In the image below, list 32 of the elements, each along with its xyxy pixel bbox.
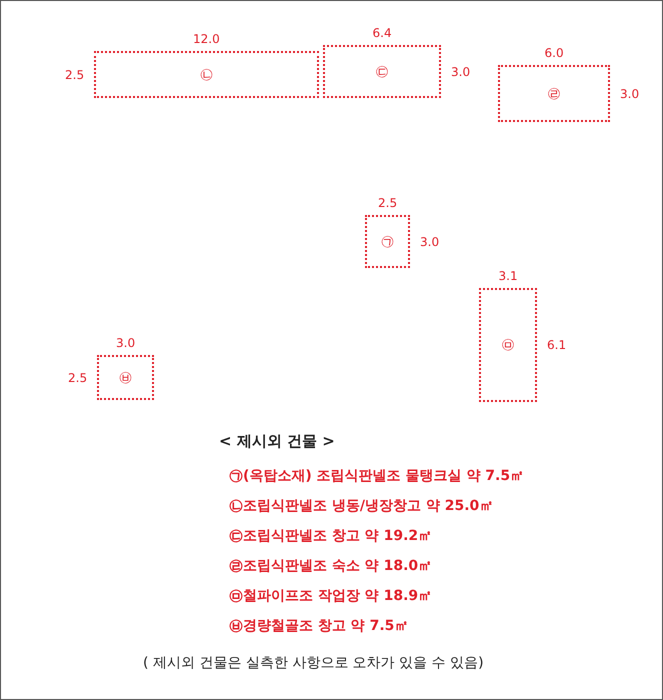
building-marker: ㉥ bbox=[119, 371, 132, 384]
dimension-label: 6.4 bbox=[372, 27, 392, 39]
legend-item: ㉤철파이프조 작업장 약 18.9㎡ bbox=[229, 589, 432, 603]
building-marker: ㉠ bbox=[381, 235, 394, 248]
dimension-label: 6.0 bbox=[544, 47, 564, 59]
legend-heading: < 제시외 건물 > bbox=[219, 434, 335, 449]
building-outline bbox=[94, 51, 319, 98]
building-marker: ㉡ bbox=[200, 68, 213, 81]
legend-item: ㉢조립식판넬조 창고 약 19.2㎡ bbox=[229, 529, 432, 543]
building-marker: ㉣ bbox=[548, 87, 560, 100]
legend-item: ㉣조립식판넬조 숙소 약 18.0㎡ bbox=[229, 559, 432, 573]
dimension-label: 12.0 bbox=[193, 33, 220, 45]
legend-item: ㉡조립식판넬조 냉동/냉장창고 약 25.0㎡ bbox=[229, 499, 494, 513]
dimension-label: 6.1 bbox=[547, 339, 566, 351]
dimension-label: 3.0 bbox=[620, 88, 640, 100]
building-outline bbox=[498, 65, 610, 122]
dimension-label: 3.0 bbox=[116, 337, 136, 349]
dimension-label: 3.0 bbox=[420, 236, 440, 248]
building-outline bbox=[365, 215, 410, 268]
dimension-label: 3.0 bbox=[451, 66, 470, 78]
building-outline bbox=[97, 355, 154, 400]
dimension-label: 2.5 bbox=[65, 68, 84, 80]
building-outline bbox=[479, 288, 537, 402]
building-marker: ㉢ bbox=[376, 65, 388, 78]
dimension-label: 2.5 bbox=[378, 197, 398, 209]
building-outline bbox=[323, 45, 441, 98]
dimension-label: 2.5 bbox=[68, 372, 88, 384]
dimension-label: 3.1 bbox=[498, 270, 518, 282]
legend-item: ㉥경량철골조 창고 약 7.5㎡ bbox=[229, 619, 408, 633]
note-text: ( 제시외 건물은 실측한 사항으로 오차가 있을 수 있음) bbox=[143, 656, 484, 670]
building-marker: ㉤ bbox=[502, 338, 514, 352]
legend-item: ㉠(옥탑소재) 조립식판넬조 물탱크실 약 7.5㎡ bbox=[229, 469, 524, 483]
